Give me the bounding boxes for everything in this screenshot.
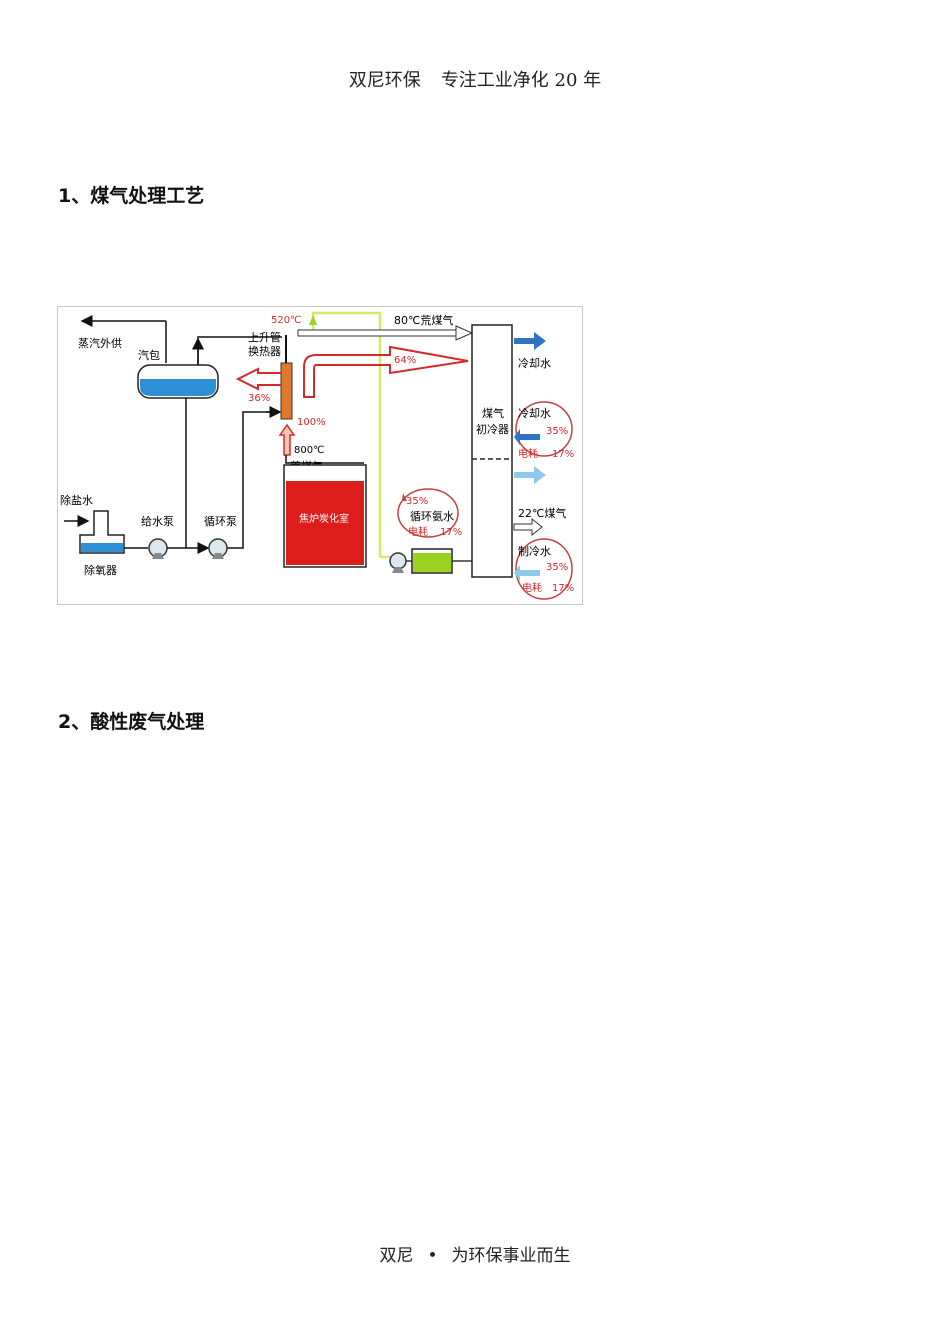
chilled-water-arrow [514,565,540,581]
circ-to-riser-line [223,411,280,549]
footer-right: 为环保事业而生 [451,1246,571,1266]
label-pct36: 36% [248,393,270,404]
label-pct17-c: 17% [440,527,462,538]
ammonia-pump-icon [389,552,407,570]
cooling-water-out-arrow [514,332,546,350]
label-deaerator: 除氧器 [84,563,117,577]
label-desalted-water: 除盐水 [60,493,93,507]
section-title-gas-treatment: 1、煤气处理工艺 [58,185,205,207]
label-power-b: 电耗 [522,581,542,594]
section-title-acid-gas: 2、酸性废气处理 [58,711,205,733]
footer-left: 双尼 [379,1246,414,1266]
deaerator [79,510,125,554]
process-flow-svg: 蒸汽外供 汽包 上升管 换热器 520℃ 80℃荒煤气 64% 36% 100%… [60,311,574,600]
heat-100-arrow [278,423,296,456]
heat-64-arrow [303,345,469,398]
label-chilled-water: 制冷水 [518,545,551,558]
page-footer: 双尼 • 为环保事业而生 [0,1241,950,1266]
label-power-a: 电耗 [518,447,538,460]
page-header: 双尼环保专注工业净化 20 年 [0,66,950,92]
label-cooling-water-in: 冷却水 [518,407,551,420]
riser-heat-exchanger [280,362,293,420]
label-riser-2: 换热器 [248,344,281,358]
label-feed-pump: 给水泵 [141,515,174,528]
heat-36-arrow [235,367,281,391]
label-pct35-b: 35% [546,562,568,573]
ammonia-cycle-ring [397,488,459,538]
primary-cooler [471,324,513,578]
drum-water [140,379,216,396]
label-cooling-water-out: 冷却水 [518,357,551,370]
label-steam-out: 蒸汽外供 [78,336,122,350]
label-coke-oven: 焦炉炭化室 [299,512,349,525]
label-ammonia-water: 循环氨水 [410,510,454,523]
cooling-water-ring [515,401,573,457]
gas-22-arrow [513,517,543,537]
label-pct35-c: 35% [406,496,428,507]
header-slogan: 专注工业净化 20 年 [440,70,602,91]
label-t520: 520℃ [271,315,301,326]
raw-gas-pipe [297,329,459,337]
label-drum: 汽包 [138,348,160,362]
footer-dot: • [427,1246,438,1266]
label-pct100: 100% [297,417,326,428]
label-t800: 800℃ [294,445,324,456]
gas-process-diagram: 蒸汽外供 汽包 上升管 换热器 520℃ 80℃荒煤气 64% 36% 100%… [57,306,583,605]
label-circ-pump: 循环泵 [204,515,237,528]
label-pct35-a: 35% [546,426,568,437]
label-pct64: 64% [394,355,416,366]
label-pct17-b: 17% [552,583,574,594]
label-riser-1: 上升管 [248,330,281,344]
cooling-water-in-arrow [514,429,540,445]
label-raw-gas-80: 80℃荒煤气 [394,313,453,327]
header-company: 双尼环保 [348,70,421,91]
label-gas-22: 22℃煤气 [518,506,566,520]
label-cooler-2: 初冷器 [476,422,509,436]
light-blue-arrow [514,466,546,484]
label-power-c: 电耗 [408,525,428,538]
coke-oven-fill [286,481,364,565]
label-pct17-a: 17% [552,449,574,460]
label-cooler-1: 煤气 [482,406,504,420]
chilled-water-ring [515,538,573,600]
